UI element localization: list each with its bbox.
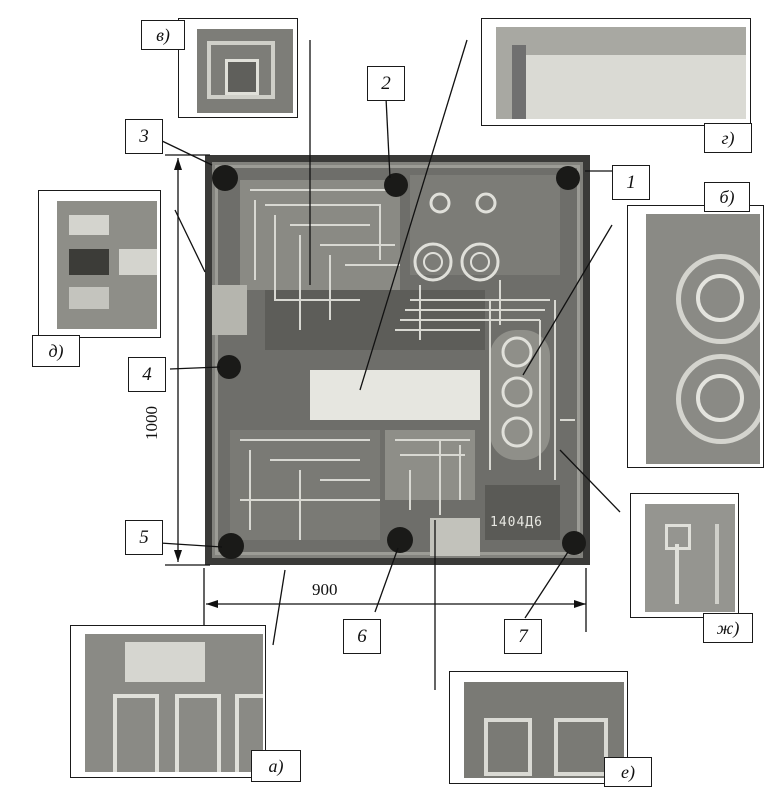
inset-zh-frame: [630, 493, 739, 618]
inset-v-label: в): [141, 20, 185, 50]
inset-b-label: б): [704, 182, 750, 212]
inset-d-label: д): [32, 335, 80, 367]
inset-e-label: е): [604, 757, 652, 787]
inset-zh-label: ж): [703, 613, 753, 643]
inset-a-frame: [70, 625, 266, 778]
callout-5: 5: [125, 520, 163, 555]
callout-7: 7: [504, 619, 542, 654]
callout-6: 6: [343, 619, 381, 654]
inset-v-frame: [178, 18, 298, 118]
inset-a-label: а): [251, 750, 301, 782]
inset-v-image: [197, 29, 293, 113]
callout-4: 4: [128, 357, 166, 392]
inset-g-frame: [481, 18, 751, 126]
inset-a-image: [85, 634, 263, 772]
inset-zh-image: [645, 504, 735, 612]
callout-3: 3: [125, 119, 163, 154]
chip-marking: 1404Д6: [490, 515, 543, 530]
inset-b-image: [646, 214, 760, 464]
inset-g-image: [496, 27, 746, 119]
inset-d-image: [57, 201, 157, 329]
dimension-width-label: 900: [312, 580, 338, 599]
callout-1: 1: [612, 165, 650, 200]
inset-g-label: г): [704, 123, 752, 153]
inset-e-frame: [449, 671, 628, 784]
inset-d-frame: [38, 190, 161, 338]
inset-b-frame: [627, 205, 764, 468]
dimension-height-label: 1000: [142, 406, 161, 440]
die-photo: [205, 155, 590, 565]
inset-e-image: [464, 682, 624, 778]
callout-2: 2: [367, 66, 405, 101]
